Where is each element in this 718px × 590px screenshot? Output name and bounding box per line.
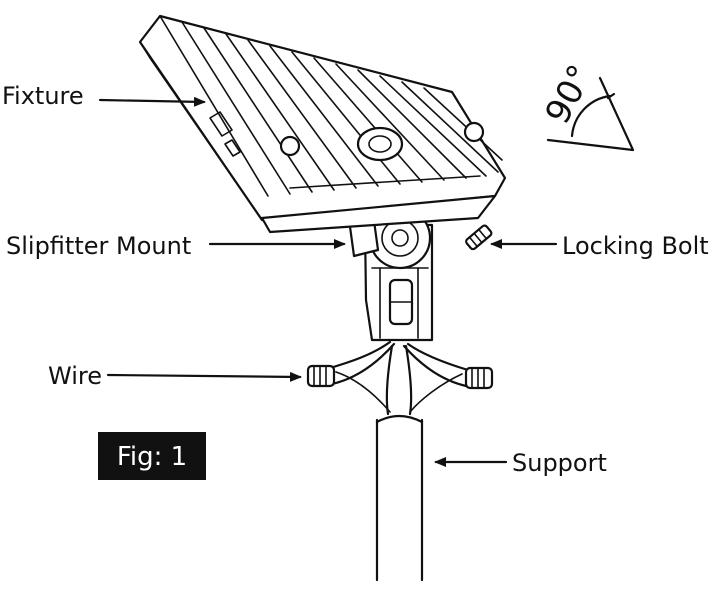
- support-label: Support: [512, 449, 607, 477]
- fixture: [138, 14, 507, 234]
- support-pole: [375, 414, 424, 582]
- slipfitter-mount-label: Slipfitter Mount: [6, 232, 191, 260]
- heat-sink-fins: [159, 15, 503, 197]
- figure-label: Fig: 1: [117, 442, 187, 472]
- wire-connector-left: [306, 364, 336, 388]
- angle-label: 90°: [538, 58, 602, 130]
- angle-indicator: 90°: [538, 58, 635, 152]
- fixture-arrow: [98, 96, 206, 107]
- locking-bolt-label: Locking Bolt: [562, 232, 709, 260]
- figure-badge: Fig: 1: [98, 432, 206, 480]
- locking-bolt: [465, 224, 493, 251]
- wire-connector-right: [464, 366, 494, 390]
- wire-label: Wire: [48, 362, 102, 390]
- wire-arrow: [106, 371, 302, 382]
- fixture-label: Fixture: [2, 82, 84, 110]
- wire-bundle: [328, 340, 470, 416]
